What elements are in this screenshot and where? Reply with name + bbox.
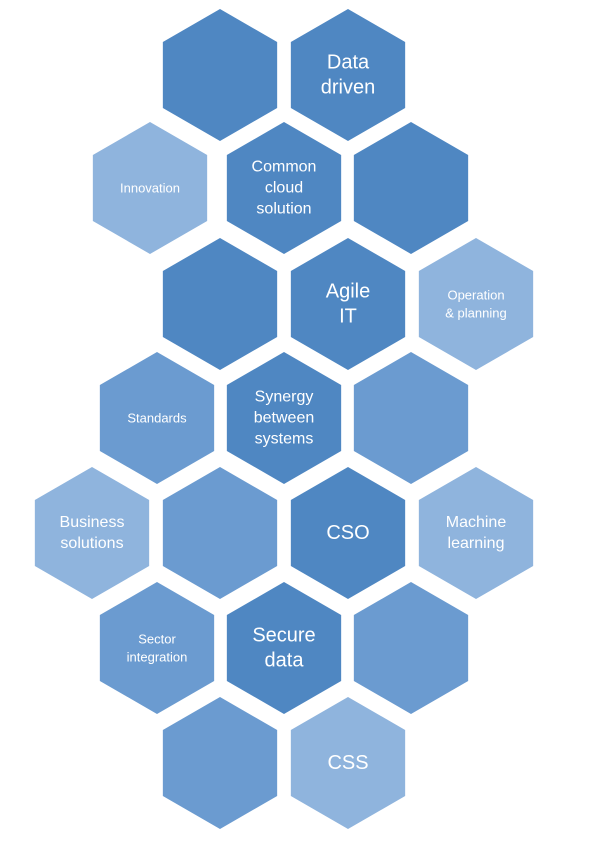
hexagon-label: integration xyxy=(127,650,188,665)
hexagon-label: learning xyxy=(448,535,505,552)
hexagon-shape xyxy=(162,697,278,829)
hexagon-shape xyxy=(418,467,534,599)
hexagon-label: IT xyxy=(339,306,357,328)
hex-r5-mid: CSO xyxy=(290,467,406,599)
hexagon-label: cloud xyxy=(265,180,303,197)
hexagon-shape xyxy=(92,122,208,254)
hex-r3-left xyxy=(162,238,278,370)
hexagon-label: & planning xyxy=(445,306,506,321)
hex-r7-left xyxy=(162,697,278,829)
hex-r2-right xyxy=(353,122,469,254)
hexagon-label: CSO xyxy=(326,522,369,544)
hex-r6-mid: Secure data xyxy=(226,582,342,714)
hex-r7-right: CSS xyxy=(290,697,406,829)
hexagon-shape xyxy=(226,122,342,254)
hexagon-label: Synergy xyxy=(255,389,314,406)
hex-r3-right: Operation & planning xyxy=(418,238,534,370)
hexagon-label: between xyxy=(254,410,315,427)
hexagon-shape xyxy=(162,238,278,370)
hexagon-shape xyxy=(353,352,469,484)
hexagon-shape xyxy=(290,238,406,370)
hexagon-label: data xyxy=(265,650,305,672)
hex-r5-right: Machine learning xyxy=(418,467,534,599)
hexagon-label: solution xyxy=(256,201,311,218)
hexagon-shape xyxy=(226,582,342,714)
hex-r1-left xyxy=(162,9,278,141)
hex-r2-mid: Common cloud solution xyxy=(226,122,342,254)
hexagon-label: driven xyxy=(321,77,375,99)
hex-r5-left xyxy=(162,467,278,599)
hexagon-shape xyxy=(353,582,469,714)
hex-r5-far: Business solutions xyxy=(34,467,150,599)
hexagon-label: systems xyxy=(255,431,314,448)
hexagon-label: solutions xyxy=(60,535,123,552)
hexagon-label: Business xyxy=(60,514,125,531)
hexagon-shape xyxy=(353,122,469,254)
hexagon-label: Innovation xyxy=(120,181,180,196)
hexagon-label: Standards xyxy=(127,411,187,426)
hexagon-label: Secure xyxy=(252,625,315,647)
hex-r6-right xyxy=(353,582,469,714)
hexagon-label: Sector xyxy=(138,632,176,647)
hex-r6-left: Sector integration xyxy=(99,582,215,714)
hex-r4-right xyxy=(353,352,469,484)
hexagon-label: Operation xyxy=(447,288,504,303)
hexagon-shape xyxy=(34,467,150,599)
hex-r4-mid: Synergy between systems xyxy=(226,352,342,484)
hexagon-shape xyxy=(290,697,406,829)
hex-r1-right: Data driven xyxy=(290,9,406,141)
hexagon-shape xyxy=(290,467,406,599)
hexagon-shape xyxy=(418,238,534,370)
hexagon-shape xyxy=(226,352,342,484)
hex-r2-left: Innovation xyxy=(92,122,208,254)
hexagon-label: Common xyxy=(252,159,317,176)
hexagon-label: CSS xyxy=(327,752,368,774)
hexagon-label: Agile xyxy=(326,281,370,303)
hexagon-label: Data xyxy=(327,52,370,74)
hexagon-shape xyxy=(99,582,215,714)
hexagon-shape xyxy=(290,9,406,141)
hexagon-shape xyxy=(99,352,215,484)
hexagon-label: Machine xyxy=(446,514,507,531)
hex-r4-left: Standards xyxy=(99,352,215,484)
hexagon-shape xyxy=(162,467,278,599)
hexagon-shape xyxy=(162,9,278,141)
